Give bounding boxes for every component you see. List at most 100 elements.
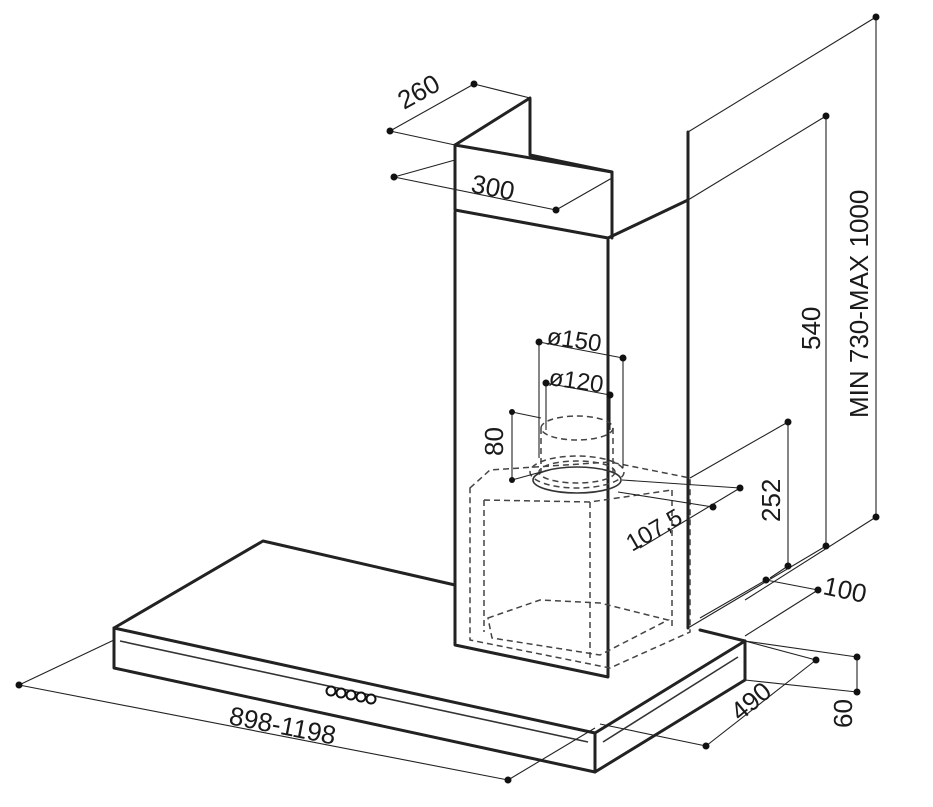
dimension-dot: [814, 586, 822, 594]
label-hood-height: 60: [828, 699, 858, 728]
control-button[interactable]: [325, 685, 337, 697]
upper-chimney-front-top: [453, 143, 614, 174]
canopy-top-back-edge: [112, 539, 457, 630]
dimension-dot: [853, 688, 861, 696]
dimension-dot: [15, 681, 23, 689]
label-chimney-depth: 260: [392, 68, 444, 115]
dimension-dot: [736, 484, 744, 492]
extension-line: [689, 421, 789, 479]
dimension-collar-height: 80: [479, 409, 542, 483]
dimension-dot: [535, 338, 543, 346]
extension-line: [599, 723, 707, 747]
dimension-dot: [872, 13, 880, 21]
dimension-line: [639, 487, 741, 549]
upper-chimney-outline: [453, 130, 690, 240]
motor-housing-edges: [483, 489, 673, 660]
extension-line: [507, 727, 596, 781]
dimension-dot: [390, 173, 398, 181]
control-button[interactable]: [335, 687, 347, 699]
dimension-dot: [470, 80, 478, 88]
lower-chimney-front: [453, 210, 610, 679]
dimension-dot: [509, 409, 515, 415]
control-button[interactable]: [355, 691, 367, 703]
extension-line: [511, 411, 542, 419]
duct-sides: [540, 428, 614, 472]
duct-top: [540, 415, 614, 441]
label-chimney-width: 300: [469, 168, 517, 206]
dimension-dot: [509, 477, 515, 483]
extension-line: [555, 177, 613, 211]
dimension-total-height: MIN 730-MAX 1000: [687, 13, 880, 601]
canopy-top-front-edge: [112, 626, 747, 735]
motor-housing-base: [487, 599, 671, 656]
extension-line: [511, 471, 542, 481]
extension-line: [393, 159, 456, 178]
canopy-side-bevel: [602, 656, 739, 743]
duct-collar-outer: [529, 455, 625, 489]
dimension-hood-height: 60: [744, 640, 861, 728]
dimension-line: [545, 382, 611, 396]
dimension-line: [389, 83, 475, 132]
dimension-dot: [872, 513, 880, 521]
chimney: [453, 96, 690, 679]
dimension-dot: [504, 776, 512, 784]
duct-flange: [532, 466, 622, 494]
dimension-duct-inner-diameter: ø120: [542, 364, 614, 430]
extension-line: [744, 516, 877, 601]
dimension-line: [393, 176, 557, 211]
dimension-dot: [542, 379, 550, 387]
label-chimney-height: 540: [796, 307, 826, 350]
extension-line: [699, 579, 767, 619]
control-panel: [325, 685, 377, 705]
extension-line: [473, 83, 531, 99]
dimension-dot: [784, 562, 792, 570]
control-button[interactable]: [365, 693, 377, 705]
dimension-dot: [853, 653, 861, 661]
hood-canopy: [112, 539, 747, 774]
dimension-line: [765, 579, 819, 591]
extension-line: [744, 679, 858, 693]
label-total-height: MIN 730-MAX 1000: [844, 190, 874, 418]
extension-line: [389, 130, 456, 146]
extension-line: [744, 640, 858, 658]
dimension-line: [18, 684, 509, 781]
dimension-dot: [709, 503, 717, 511]
extension-line: [687, 545, 827, 629]
dimension-dot: [812, 656, 820, 664]
label-collar-height: 80: [479, 427, 509, 456]
control-button[interactable]: [345, 689, 357, 701]
label-hood-depth: 490: [725, 676, 778, 727]
label-outlet-offset: 107,5: [622, 504, 688, 557]
extension-line: [617, 491, 714, 508]
label-motor-height: 252: [756, 479, 786, 522]
motor-housing-outline: [469, 461, 691, 669]
dimension-dot: [822, 542, 830, 550]
upper-chimney-top: [453, 96, 614, 240]
extension-line: [18, 639, 115, 686]
extension-line: [621, 479, 741, 489]
label-hood-width: 898-1198: [227, 700, 339, 750]
extension-line: [687, 115, 827, 201]
dimension-line: [705, 659, 817, 747]
dimension-chimney-width: 300: [390, 159, 613, 214]
dimension-dot: [822, 112, 830, 120]
dimension-chimney-height: 540: [687, 112, 830, 629]
dimension-motor-height: 252: [689, 418, 792, 579]
dimension-hood-width: 898-1198: [15, 639, 596, 784]
dimension-outlet-offset: 107,5: [617, 479, 744, 557]
label-duct-inner-diameter: ø120: [547, 364, 605, 398]
dimension-dot: [619, 354, 627, 362]
dimension-dot: [386, 127, 394, 135]
extension-line: [744, 589, 819, 637]
dimension-line: [538, 341, 624, 359]
dimension-dot: [784, 418, 792, 426]
dimension-dot: [552, 206, 560, 214]
extension-line: [687, 16, 877, 133]
dimension-chimney-depth: 260: [386, 68, 531, 146]
extension-line: [744, 640, 817, 661]
dimension-dot: [606, 391, 614, 399]
dimension-dot: [762, 576, 770, 584]
label-duct-outer-diameter: ø150: [545, 323, 603, 357]
